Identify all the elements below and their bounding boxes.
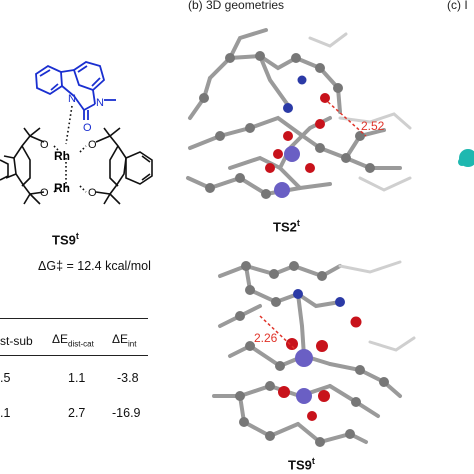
ts2-rh-bottom — [274, 182, 290, 198]
ts9-oxygen-atoms — [278, 316, 362, 421]
ts2-oxygen-atoms — [265, 93, 330, 173]
dirhodium-core — [0, 127, 153, 205]
table-cell: .5 — [0, 371, 11, 385]
carboxylate-oxygens: O O O O — [40, 139, 97, 199]
table-cell: 1.1 — [68, 371, 86, 385]
svg-text:O: O — [40, 139, 49, 151]
panel-b-title: (b) 3D geometries — [188, 0, 285, 12]
panel-c-title: (c) I — [447, 0, 468, 12]
ts9-3d-geometry: 2.26 — [212, 260, 416, 447]
ts2-3d-geometry: 2.52 — [186, 28, 412, 199]
carbonyl-o-label: O — [83, 122, 92, 134]
ts2-distance-line — [327, 101, 367, 137]
table-cell: -3.8 — [117, 371, 139, 385]
table-header-int: ΔEint — [112, 332, 137, 349]
ts2-nitrogen-atom-2 — [297, 75, 307, 85]
substrate-skeleton — [35, 61, 116, 120]
ts9-nitrogen-atom — [293, 289, 303, 299]
ts2-nitrogen-atom — [283, 103, 293, 113]
table-top-rule — [0, 318, 148, 319]
n-methyl-label: N — [96, 97, 104, 109]
table-cell: -16.9 — [112, 406, 141, 420]
table-header-dist-sub: st-sub — [0, 334, 33, 348]
svg-text:O: O — [40, 187, 49, 199]
ts9-rh-bottom — [296, 388, 312, 404]
coordination-bond — [65, 105, 73, 145]
ts9-distance-line — [259, 315, 297, 351]
svg-text:O: O — [88, 139, 97, 151]
ts2-rh-top — [284, 146, 300, 162]
table-header-dist-cat: ΔEdist-cat — [52, 332, 94, 349]
svg-text:O: O — [88, 187, 97, 199]
table-cell: 2.7 — [68, 406, 86, 420]
panel-c-fragment — [458, 149, 474, 167]
rh-top-label: Rh — [54, 149, 70, 163]
ts9-carbon-atoms — [235, 261, 389, 447]
ts2-distance-label: 2.52 — [361, 119, 385, 133]
ts9-2d-label: TS9t — [52, 231, 79, 248]
ts2-carbon-atoms — [199, 51, 375, 199]
ts2-faded-bonds — [308, 32, 412, 192]
table-header-rule — [0, 355, 148, 356]
free-energy-barrier: ΔG‡ = 12.4 kcal/mol — [38, 259, 151, 273]
ts9-3d-label: TS9t — [288, 456, 315, 473]
ts9-faded-bonds — [338, 260, 416, 352]
ts2-3d-label: TS2t — [273, 218, 300, 235]
ts9-distance-label: 2.26 — [254, 331, 278, 345]
ts9-rh-top — [295, 349, 313, 367]
n-atom-label: N — [68, 93, 76, 105]
table-cell: .1 — [0, 406, 11, 420]
rh-bottom-label: Rh — [54, 181, 70, 195]
ts9-nitrogen-atom-2 — [335, 297, 345, 307]
